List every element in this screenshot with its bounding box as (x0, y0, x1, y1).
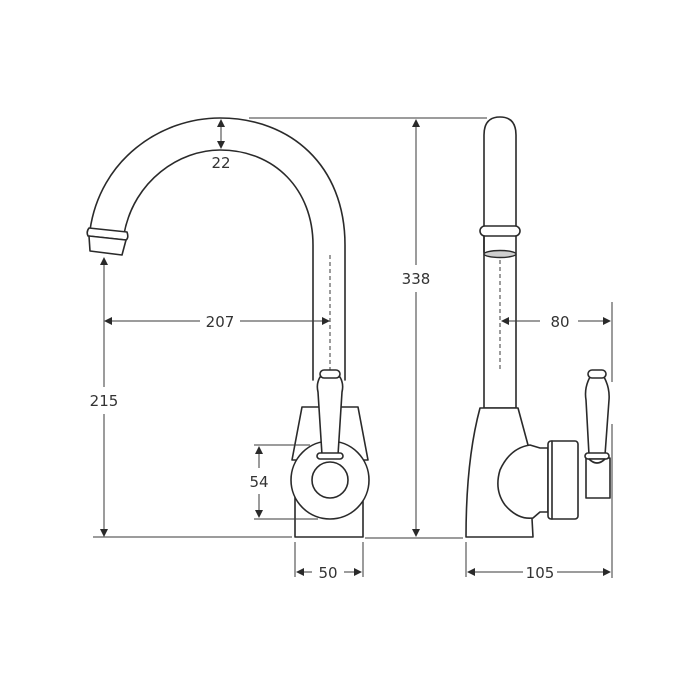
dim-label-215: 215 (90, 392, 119, 410)
dim-base-width-front: 50 (294, 542, 364, 582)
side-aerator (483, 249, 517, 259)
dim-base-depth-side: 105 (465, 542, 611, 582)
dim-label-105: 105 (526, 564, 555, 582)
side-handle-stem (585, 457, 611, 499)
handle-hub-inner (311, 461, 349, 499)
dim-label-207: 207 (206, 313, 235, 331)
dim-label-80: 80 (550, 313, 569, 331)
side-view (465, 116, 611, 538)
dim-label-54: 54 (249, 473, 268, 491)
dim-label-338: 338 (402, 270, 431, 288)
dim-outlet-height: 215 (90, 257, 119, 537)
side-lever-handle (584, 369, 610, 464)
dim-handle-projection: 80 (501, 302, 613, 578)
front-lever-handle (316, 369, 344, 460)
spout-outer-curve (89, 117, 346, 381)
front-view (86, 117, 370, 538)
dim-label-22: 22 (211, 154, 230, 172)
side-collar-ring (479, 225, 521, 237)
dim-label-50: 50 (318, 564, 337, 582)
spout-inner-curve (123, 149, 314, 381)
spout-aerator (86, 227, 129, 256)
side-valve-nut (547, 440, 579, 520)
dim-handle-height: 54 (249, 444, 318, 520)
dim-spout-reach: 207 (104, 313, 330, 331)
dim-overall-height: 338 (402, 119, 431, 537)
side-valve-dome (497, 444, 549, 520)
dim-spout-diameter: 22 (211, 119, 231, 172)
